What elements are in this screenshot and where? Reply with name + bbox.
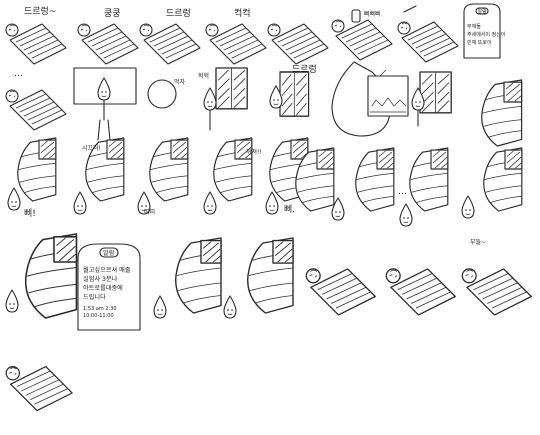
snort-text: 컥컥 xyxy=(234,7,251,19)
panel22-text: 꺼져!! xyxy=(246,148,262,156)
panel-4-sleeping: 컥컥 xyxy=(205,7,267,65)
phone-small-line-2: 주세에서이 정신이 xyxy=(467,31,505,38)
panel-3-sleeping: 드르렁 xyxy=(139,7,201,65)
panel-32-sleeping xyxy=(385,268,456,316)
panel-20-building: 띠띠 xyxy=(137,137,189,216)
phone-large-top: 알람 xyxy=(103,249,115,257)
panel-16-window-man xyxy=(411,71,452,127)
panel-5-sleeping xyxy=(267,23,329,65)
ellipsis-text-1: … xyxy=(14,69,23,79)
phone-small: 알람 무재들 주세에서이 정신이 민재 또로이 xyxy=(463,3,505,59)
panel-19-building-noisy: 시끄러! xyxy=(73,137,125,215)
panel-33-sleeping xyxy=(461,268,532,316)
ellipsis-text-2: … xyxy=(398,187,407,197)
phone-large-line-2: 실험사 3분나 xyxy=(83,275,118,283)
panel-15-city-window xyxy=(367,75,409,117)
panel-23-building xyxy=(295,147,345,221)
phone-large-line-3: 아트로를대중에 xyxy=(83,284,123,292)
snore-text-2: 드르렁 xyxy=(166,7,191,19)
panel-6-phone-ring: 삐삐삐 xyxy=(331,9,393,61)
panel-7-reaching xyxy=(397,5,459,63)
phone-large-line-1: 월고싶으르셔 매줄 xyxy=(83,266,131,274)
snore-text-1: 드르렁~ xyxy=(24,5,56,17)
panel-21-building xyxy=(203,137,253,215)
shiver-text: 부들~ xyxy=(470,239,486,246)
panel-1-sleeping: 드르렁~ xyxy=(5,5,67,65)
phone-small-line-3: 민재 또로이 xyxy=(467,39,492,46)
phone-large-line-4: 드립니다 xyxy=(83,293,106,301)
panel-30-building xyxy=(223,237,294,319)
panel11-text: 먹자 xyxy=(174,78,186,86)
panel6-text: 삐삐삐 xyxy=(364,10,381,18)
panel-26-building-shiver: 부들~ xyxy=(461,147,523,246)
panel-29-building xyxy=(153,237,222,319)
panel-13-window-lean: 드르렁 xyxy=(269,63,317,117)
beep-text-1: 삐! xyxy=(24,208,36,219)
panel-10-standing-screen xyxy=(73,67,137,141)
panel-34-sleeping xyxy=(5,365,73,412)
phone-small-line-1: 무재들 xyxy=(467,23,481,30)
panel-27-building-big xyxy=(5,233,78,319)
panel-17-building xyxy=(481,79,523,147)
panel-12-window: 헉헉 xyxy=(198,67,248,131)
panel-25-building-dots: … xyxy=(398,147,449,227)
panel-31-sleeping xyxy=(305,268,376,316)
phone-small-top: 알람 xyxy=(478,8,488,15)
phone-large-foot: 10:00-11:00 xyxy=(83,313,114,319)
panel-11-eating: 먹자 xyxy=(147,78,186,109)
phone-large-time: 1:53 am 2:30 xyxy=(83,306,117,312)
panel-22-building-go-away: 꺼져!! 삐. xyxy=(246,137,309,215)
phone-large: 알람 월고싶으르셔 매줄 실험사 3분나 아트로를대중에 드립니다 1:53 a… xyxy=(77,243,141,331)
snore-text-3: 드르렁 xyxy=(292,63,317,75)
panel19-text: 시끄러! xyxy=(82,144,101,152)
panel-9-sleeping-dots: … xyxy=(5,69,67,131)
panel-2-sleeping: 쿵쿵 xyxy=(77,8,139,65)
thump-text: 쿵쿵 xyxy=(104,8,121,19)
beep-text-2: 삐. xyxy=(284,204,295,215)
panel-18-building-beep: 삐! xyxy=(7,137,57,219)
panel20-text: 띠띠 xyxy=(144,208,155,216)
panel-24-building xyxy=(355,147,395,212)
panel12-text: 헉헉 xyxy=(198,72,209,80)
